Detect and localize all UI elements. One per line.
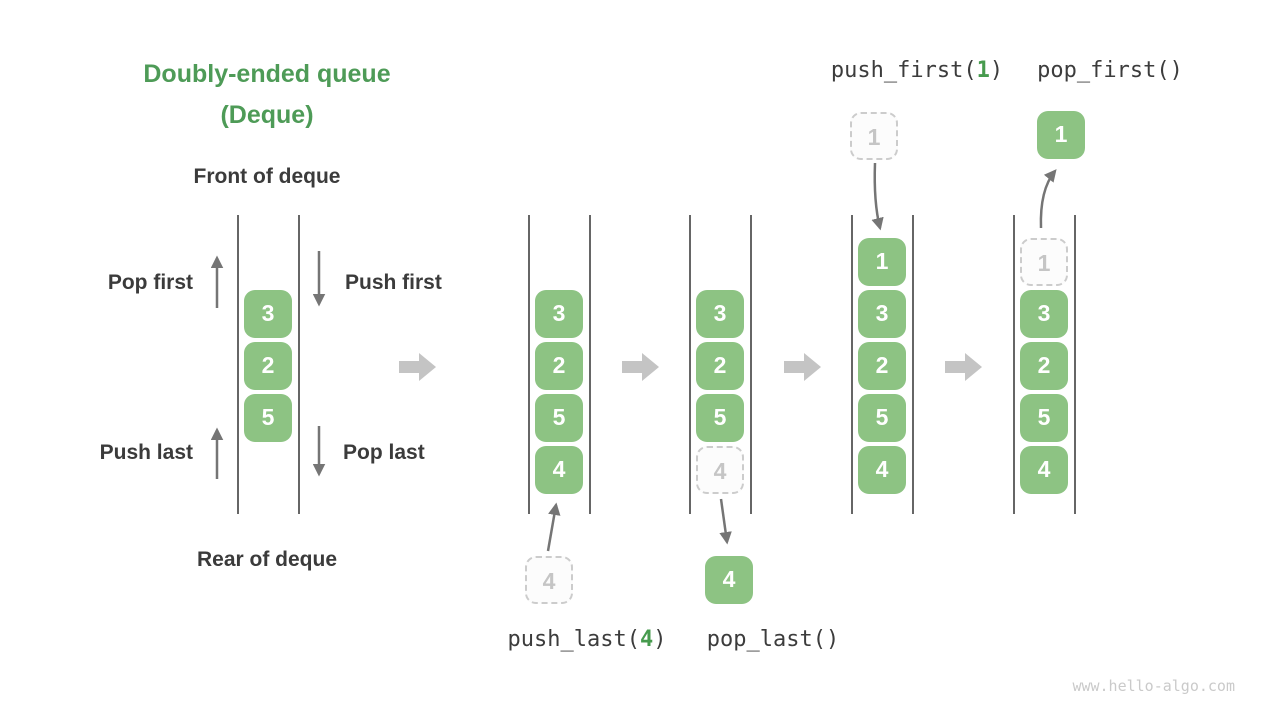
deque-state-5-cell-5: 5 xyxy=(1020,394,1068,442)
deque-state-4-cell-3: 3 xyxy=(858,290,906,338)
pop-first-op-label: pop_first() xyxy=(1037,58,1183,83)
deque-state-4-cell-2: 2 xyxy=(858,342,906,390)
pop-last-op-label: pop_last() xyxy=(706,627,840,652)
push-first-op-pre: push_first( xyxy=(830,58,977,83)
deque-state-4-cell-1: 1 xyxy=(858,238,906,286)
push-first-op-label: push_first(1) xyxy=(831,58,1003,83)
deque-state-2-cell-4: 4 xyxy=(535,446,583,494)
push-last-label: Push last xyxy=(99,441,193,464)
deque-state-2-left-wall xyxy=(528,215,530,514)
pop-first-label: Pop first xyxy=(107,271,193,294)
push-first-operand-cell: 1 xyxy=(850,112,898,160)
deque-state-5-cell-3: 3 xyxy=(1020,290,1068,338)
push-last-insert-arrow-icon xyxy=(546,502,561,552)
deque-state-5-cell-4: 4 xyxy=(1020,446,1068,494)
watermark: www.hello-algo.com xyxy=(1072,677,1235,695)
pop-last-label: Pop last xyxy=(343,441,425,464)
push-last-op-label: push_last(4) xyxy=(508,627,667,652)
deque-state-2-cell-2: 2 xyxy=(535,342,583,390)
pop-last-result-cell: 4 xyxy=(705,556,753,604)
deque-state-4-cell-4: 4 xyxy=(858,446,906,494)
deque-state-4-right-wall xyxy=(912,215,914,514)
step-arrow-icon-3 xyxy=(784,353,821,381)
deque-state-2-right-wall xyxy=(589,215,591,514)
deque-state-5-cell-1: 1 xyxy=(1020,238,1068,286)
deque-state-4-cell-5: 5 xyxy=(858,394,906,442)
push-first-label: Push first xyxy=(345,271,442,294)
step-arrow-icon-1 xyxy=(399,353,436,381)
deque-state-1-cell-3: 3 xyxy=(244,290,292,338)
push-last-op-pre: push_last( xyxy=(507,627,640,652)
pop-last-remove-arrow-icon xyxy=(719,498,732,545)
deque-state-1-cell-2: 2 xyxy=(244,342,292,390)
deque-state-3-cell-3: 3 xyxy=(696,290,744,338)
push-last-op-post: ) xyxy=(653,627,667,652)
page-title: Doubly-ended queue xyxy=(143,60,391,88)
deque-state-1-right-wall xyxy=(298,215,300,514)
deque-state-3-cell-2: 2 xyxy=(696,342,744,390)
deque-state-5-cell-2: 2 xyxy=(1020,342,1068,390)
deque-state-3-cell-4: 4 xyxy=(696,446,744,494)
push-first-insert-arrow-icon xyxy=(871,162,884,231)
deque-state-5-left-wall xyxy=(1013,215,1015,514)
pop-first-result-cell: 1 xyxy=(1037,111,1085,159)
step-arrow-icon-4 xyxy=(945,353,982,381)
deque-state-2-cell-3: 3 xyxy=(535,290,583,338)
deque-state-2-cell-5: 5 xyxy=(535,394,583,442)
deque-state-4-left-wall xyxy=(851,215,853,514)
push-first-op-arg: 1 xyxy=(976,58,990,83)
pop-first-remove-arrow-icon xyxy=(1039,169,1057,229)
page-subtitle: (Deque) xyxy=(220,101,314,129)
deque-state-1-cell-5: 5 xyxy=(244,394,292,442)
step-arrow-icon-2 xyxy=(622,353,659,381)
rear-of-deque-label: Rear of deque xyxy=(196,548,338,571)
push-last-operand-cell: 4 xyxy=(525,556,573,604)
push-last-op-arg: 4 xyxy=(639,627,654,652)
front-of-deque-label: Front of deque xyxy=(193,165,341,188)
deque-state-3-cell-5: 5 xyxy=(696,394,744,442)
deque-state-5-right-wall xyxy=(1074,215,1076,514)
push-first-op-post: ) xyxy=(989,58,1004,83)
deque-state-3-left-wall xyxy=(689,215,691,514)
deque-state-1-left-wall xyxy=(237,215,239,514)
deque-state-3-right-wall xyxy=(750,215,752,514)
